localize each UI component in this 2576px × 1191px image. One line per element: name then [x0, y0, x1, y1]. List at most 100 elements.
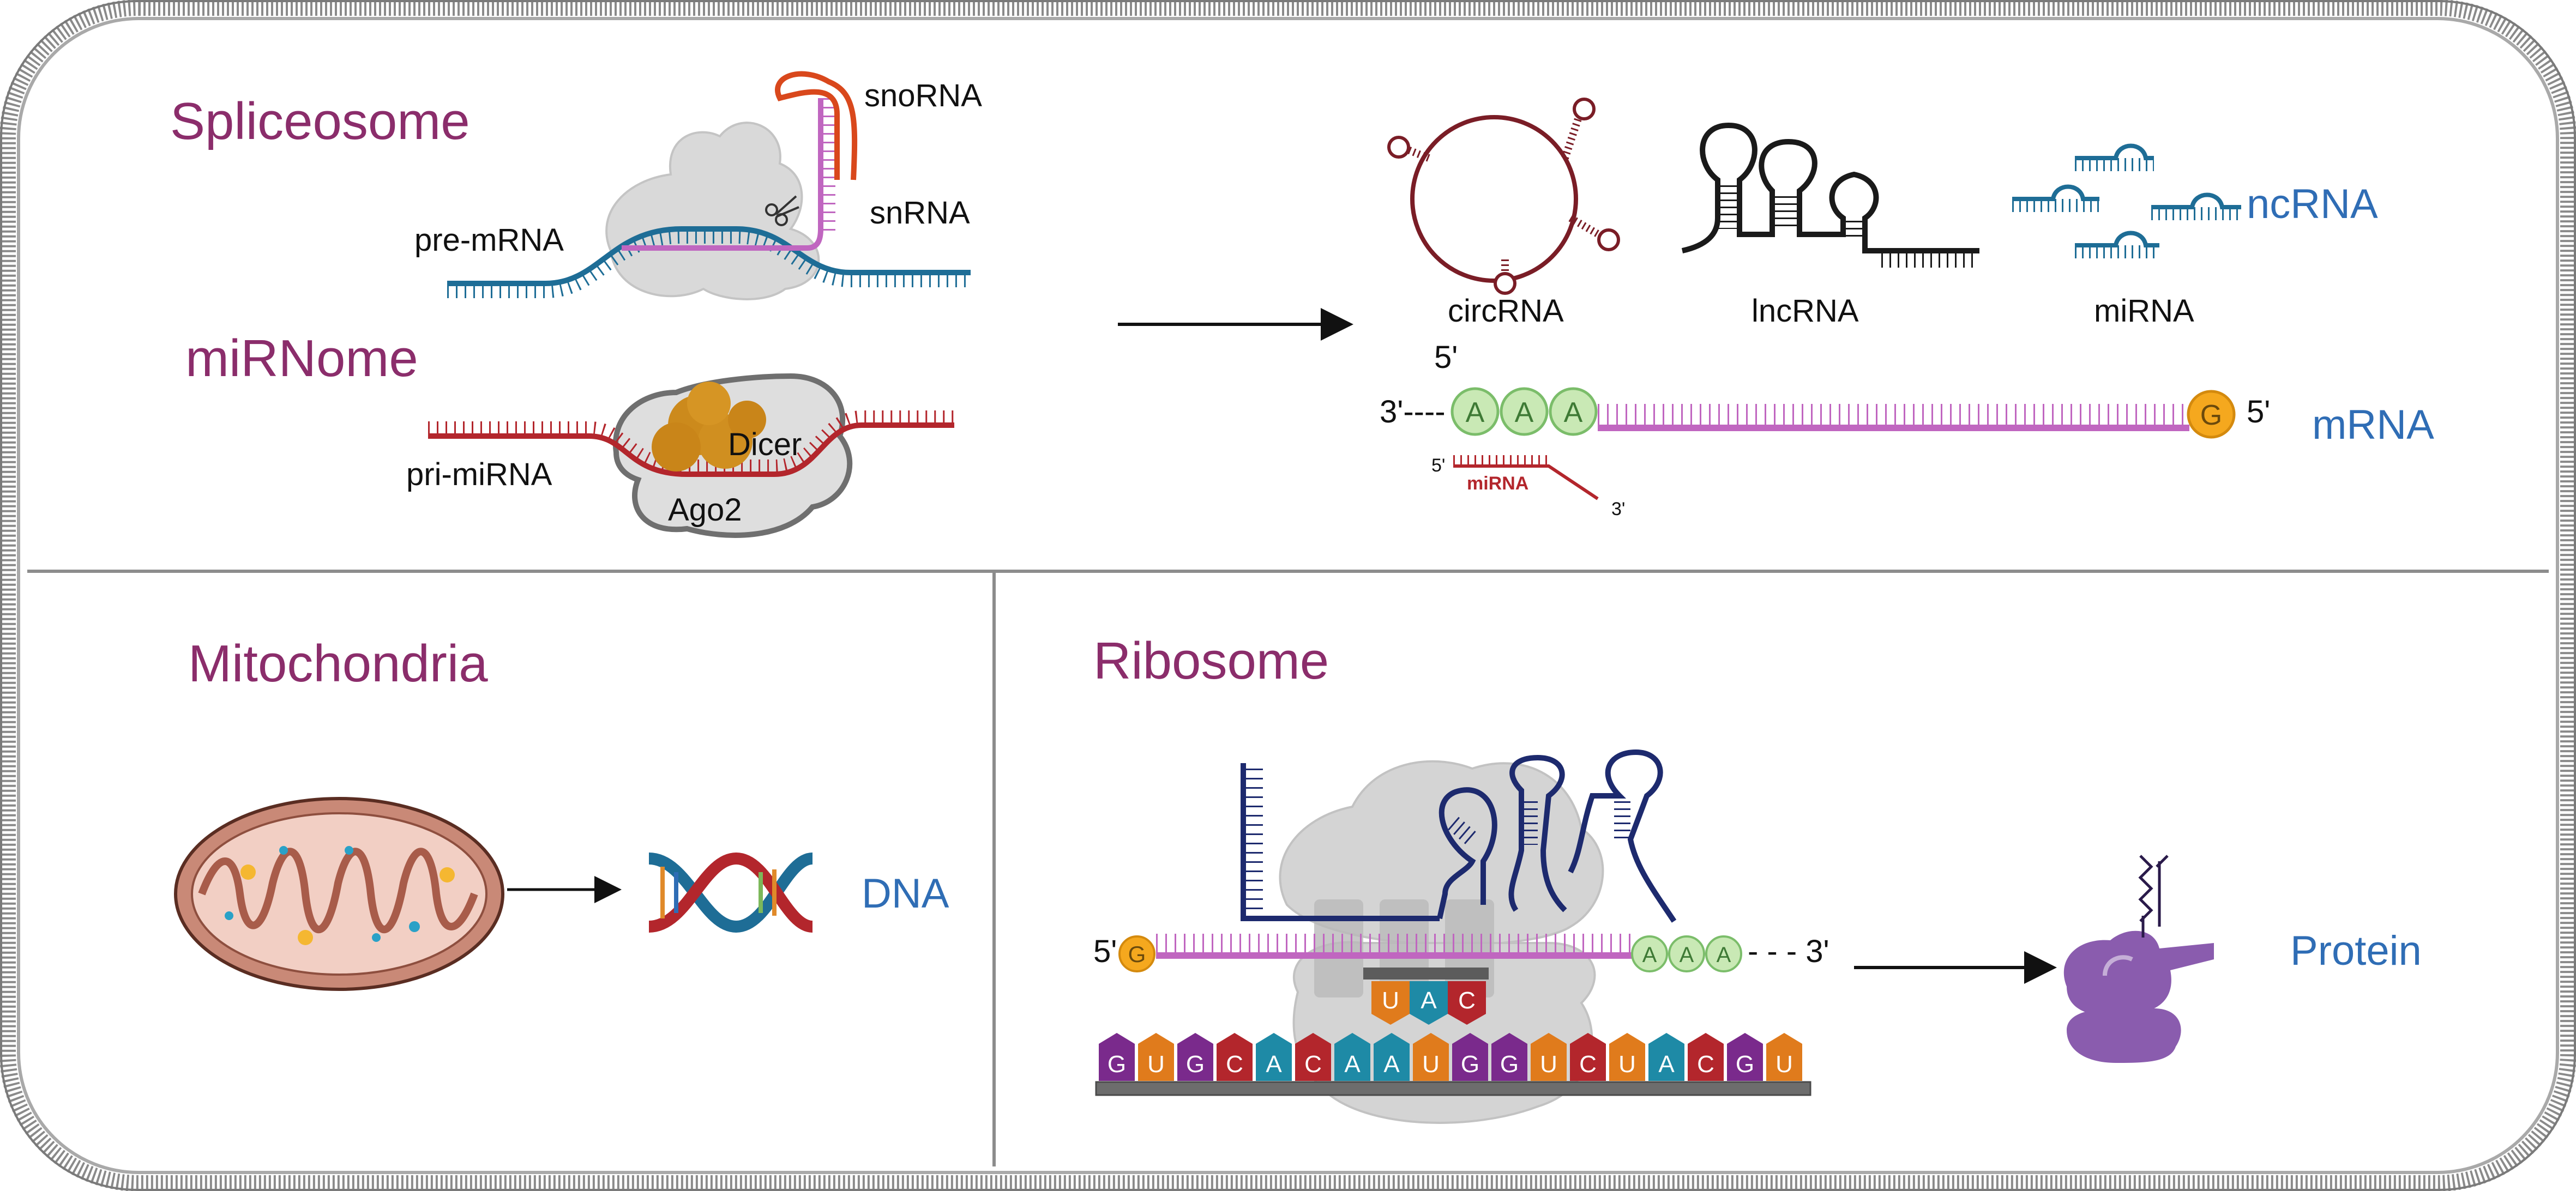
panel-dividers — [27, 570, 2549, 1166]
codon-nucleotide: U — [1413, 1033, 1449, 1081]
anticodon-bar — [1363, 968, 1489, 980]
mirnome-panel: miRNome Dicer Ago2 pri-miRNA — [185, 329, 954, 538]
ribosome-three-prime: - - - 3' — [1748, 934, 1829, 969]
pre-mrna-label: pre-mRNA — [414, 222, 564, 258]
codon-nucleotide: G — [1491, 1033, 1527, 1081]
codon-nucleotide: G — [1099, 1033, 1135, 1081]
ago2-label: Ago2 — [668, 492, 742, 528]
scissors-icon — [765, 195, 799, 226]
codon-letter: C — [1697, 1051, 1714, 1078]
codon-letter: U — [1775, 1051, 1793, 1078]
dna-label: DNA — [862, 870, 949, 917]
snrna-label: snRNA — [870, 195, 970, 231]
codon-letter: C — [1226, 1051, 1243, 1078]
ncrna-label: ncRNA — [2247, 181, 2378, 227]
codon-nucleotide: A — [1648, 1033, 1684, 1081]
codon-nucleotide: A — [1374, 1033, 1410, 1081]
mrna-group: 5' 3'---- A A A G 5' mRNA 5' miRNA 3' — [1380, 340, 2434, 519]
anticodon-3: C — [1458, 987, 1476, 1014]
codon-letter: A — [1266, 1051, 1282, 1078]
codon-letter: G — [1186, 1051, 1205, 1078]
circrna-label: circRNA — [1448, 293, 1564, 329]
codon-letter: G — [1736, 1051, 1754, 1078]
codon-nucleotide: C — [1295, 1033, 1331, 1081]
codon-nucleotide: A — [1256, 1033, 1292, 1081]
ribo-poly-a-3: A — [1717, 943, 1731, 967]
codon-letter: U — [1618, 1051, 1636, 1078]
protein-label: Protein — [2290, 928, 2422, 974]
codon-letter: G — [1500, 1051, 1519, 1078]
ribosome-poly-a-tail: A A A — [1631, 935, 1742, 972]
bound-mirna-three: 3' — [1611, 499, 1625, 519]
codon-letter: G — [1461, 1051, 1479, 1078]
lncrna-label: lncRNA — [1752, 293, 1859, 329]
ribosome-panel: Ribosome G 5' A — [1093, 632, 2422, 1124]
snrna-strand — [622, 98, 823, 251]
poly-a-1: A — [1466, 397, 1485, 428]
codon-letter: A — [1658, 1051, 1675, 1078]
dna-helix-icon — [648, 852, 814, 933]
codon-nucleotide: U — [1531, 1033, 1567, 1081]
pri-mirna-label: pri-miRNA — [406, 457, 552, 492]
codon-letter: G — [1108, 1051, 1126, 1078]
codon-letter: U — [1540, 1051, 1557, 1078]
mitochondria-panel: Mitochondria DNA — [174, 634, 949, 991]
mrna-three-prime: 3'---- — [1380, 394, 1446, 430]
codon-nucleotide: G — [1452, 1033, 1488, 1081]
dicer-enzyme — [652, 382, 766, 471]
codon-letter: A — [1383, 1051, 1400, 1078]
bound-mirna-five: 5' — [1431, 455, 1445, 476]
ribosome-mrna-cap: G — [1118, 935, 1155, 972]
anticodon-2: A — [1421, 987, 1437, 1014]
anticodon-1: U — [1382, 987, 1399, 1014]
mrna-five-prime-top: 5' — [1434, 340, 1458, 375]
bound-mirna-label: miRNA — [1467, 473, 1528, 494]
spliceosome-complex — [605, 122, 820, 300]
ribosome-cap-label: G — [1128, 941, 1146, 967]
snorna-hairpin — [775, 71, 858, 180]
ribo-poly-a-2: A — [1680, 943, 1694, 967]
codon-nucleotide: G — [1727, 1033, 1763, 1081]
mrna-label: mRNA — [2312, 402, 2434, 448]
mrna-cap-label: G — [2200, 400, 2222, 431]
ncrna-group: circRNA lncRNA miRNA ncRNA — [1387, 98, 2378, 329]
mirna-cluster-icon — [2012, 143, 2241, 258]
codon-letter: U — [1422, 1051, 1440, 1078]
mirnome-title: miRNome — [185, 329, 418, 388]
mitochondrion-icon — [174, 797, 504, 991]
ribosome-five-prime: 5' — [1093, 934, 1117, 969]
mrna-five-prime-right: 5' — [2247, 394, 2270, 430]
mitochondria-title: Mitochondria — [188, 634, 488, 693]
codon-nucleotide: G — [1177, 1033, 1213, 1081]
mirna-label: miRNA — [2094, 293, 2194, 329]
codon-nucleotide: U — [1609, 1033, 1645, 1081]
codon-nucleotide: C — [1570, 1033, 1606, 1081]
codon-nucleotide: A — [1334, 1033, 1370, 1081]
ribo-poly-a-1: A — [1642, 943, 1657, 967]
spliceosome-title: Spliceosome — [170, 92, 470, 150]
mrna-poly-a-tail: A A A — [1450, 387, 1598, 436]
ribosome-title: Ribosome — [1093, 632, 1329, 690]
anticodon-group: U A C — [1371, 981, 1486, 1025]
bound-mirna — [1453, 464, 1599, 500]
lncrna-icon — [1681, 122, 1979, 268]
snorna-label: snoRNA — [864, 78, 982, 113]
mrna-cap: G — [2187, 390, 2236, 439]
protein-icon — [2063, 855, 2214, 1063]
codon-nucleotide: C — [1217, 1033, 1253, 1081]
codon-backbone — [1095, 1081, 1811, 1096]
trna-structures — [1241, 749, 1677, 923]
poly-a-2: A — [1515, 397, 1534, 428]
poly-a-3: A — [1564, 397, 1583, 428]
codon-letter: C — [1579, 1051, 1597, 1078]
codon-nucleotide: U — [1138, 1033, 1174, 1081]
circrna-icon — [1387, 98, 1620, 295]
dicer-label: Dicer — [728, 427, 802, 462]
codon-nucleotide: C — [1688, 1033, 1724, 1081]
codon-letter: A — [1344, 1051, 1361, 1078]
spliceosome-panel: Spliceosome pre-mRNA snoRNA snRNA — [170, 71, 982, 300]
codon-letter: U — [1147, 1051, 1165, 1078]
